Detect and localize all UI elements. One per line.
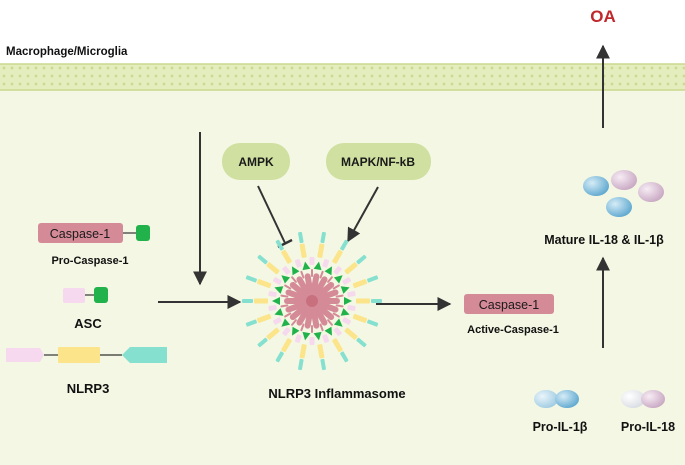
ampk-pill: AMPK — [222, 143, 290, 180]
mapk-pill: MAPK/NF-kB — [326, 143, 431, 180]
active-caspase-block-text: Caspase-1 — [479, 298, 539, 312]
inflammasome-spoke — [242, 297, 310, 305]
inflammasome-pyd — [309, 325, 315, 345]
inflammasome-spoke — [313, 275, 379, 303]
inflammasome-pyd — [294, 323, 305, 343]
ampk-label: AMPK — [238, 155, 274, 169]
inflammasome-pyd — [309, 257, 315, 277]
mature-cytokines-cluster — [583, 170, 664, 217]
oa-label: OA — [590, 7, 616, 26]
pro-il1b-glyph — [534, 390, 579, 408]
inflammasome-pyd — [282, 319, 297, 336]
pro-il1b-label: Pro-IL-1β — [533, 420, 588, 434]
cell-label: Macrophage/Microglia — [6, 46, 128, 58]
inflammasome-pyd — [268, 304, 289, 311]
inflammasome-label: NLRP3 Inflammasome — [268, 386, 405, 401]
asc-glyph — [63, 287, 108, 303]
cytoplasm — [0, 84, 685, 465]
inflammasome-pyd — [282, 266, 297, 283]
inflammasome-pyd — [294, 259, 305, 279]
pro-il18-glyph — [621, 390, 665, 408]
inflammasome-pyd — [332, 277, 351, 290]
inflammasome-spoke — [309, 231, 326, 300]
inflammasome-pyd — [335, 304, 356, 311]
inflammasome-pyd — [327, 266, 342, 283]
cell-membrane — [0, 63, 685, 91]
inflammasome-pyd — [268, 291, 289, 298]
arrow-mapk — [347, 186, 379, 243]
inflammasome-spoke — [313, 299, 379, 327]
inflammasome-spoke — [245, 275, 311, 303]
inflammasome-complex — [242, 231, 382, 371]
nlrp3-glyph — [6, 347, 167, 363]
mapk-label: MAPK/NF-kB — [341, 155, 415, 169]
inflammasome-pyd — [319, 323, 330, 343]
pro-caspase-block-text: Caspase-1 — [50, 227, 110, 241]
pro-il18-label: Pro-IL-18 — [621, 420, 675, 434]
nlrp3-label: NLRP3 — [67, 381, 110, 396]
inflammasome-spoke — [298, 302, 315, 371]
inflammasome-pyd — [335, 291, 356, 298]
inflammasome-pyd — [332, 312, 351, 325]
inflammasome-pyd — [327, 319, 342, 336]
pro-caspase-glyph: Caspase-1 — [38, 223, 150, 243]
active-caspase-label: Active-Caspase-1 — [467, 324, 559, 336]
asc-label: ASC — [74, 316, 102, 331]
pro-caspase-label: Pro-Caspase-1 — [51, 255, 128, 267]
inflammasome-pyd — [319, 259, 330, 279]
inflammasome-pyd — [273, 312, 292, 325]
inflammasome-spoke — [275, 302, 313, 363]
inflammasome-spoke — [311, 239, 349, 300]
inflammasome-pyd — [273, 277, 292, 290]
active-caspase-glyph: Caspase-1 — [464, 294, 554, 314]
mature-cytokines-label: Mature IL-18 & IL-1β — [544, 233, 664, 247]
